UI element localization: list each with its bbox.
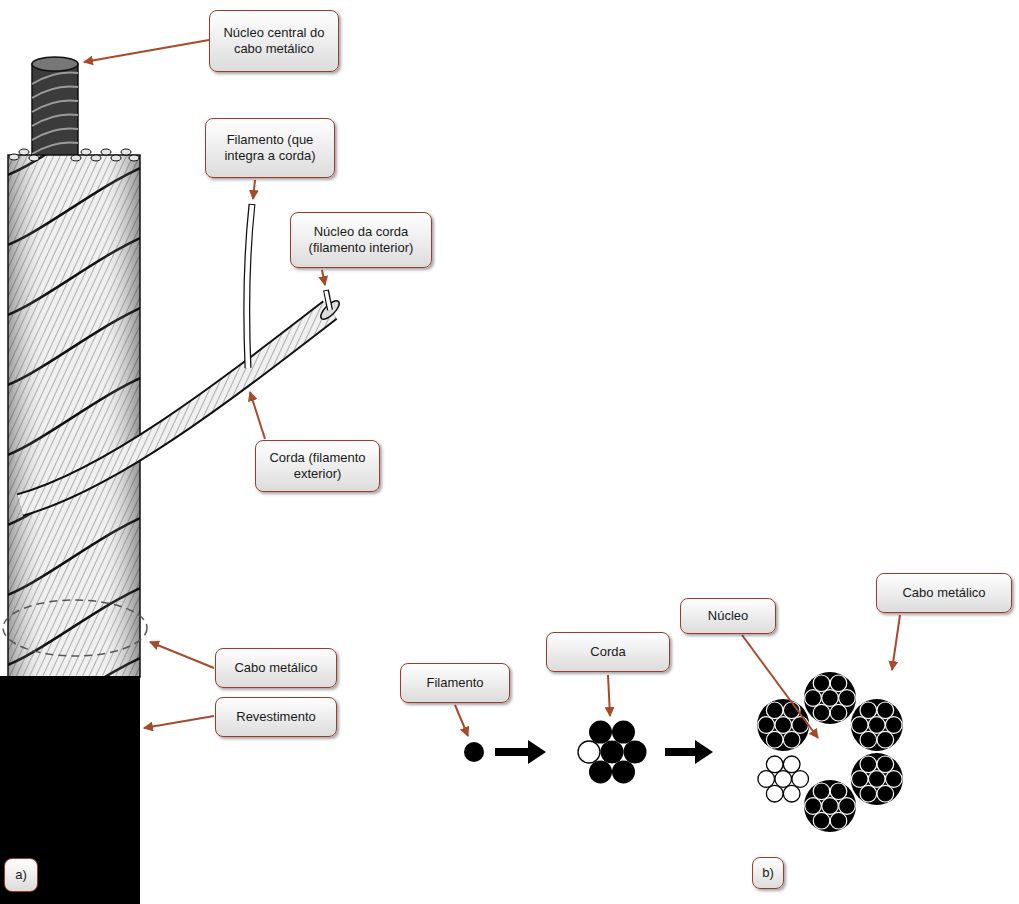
callout-box: Filamento (que integra a corda) bbox=[205, 118, 335, 178]
callout-label: Revestimento bbox=[236, 709, 315, 725]
callout-label: Cabo metálico bbox=[234, 660, 317, 676]
callout-label: Filamento (que integra a corda) bbox=[212, 132, 328, 163]
callout-box: Núcleo central do cabo metálico bbox=[209, 10, 339, 72]
separated-filament bbox=[247, 204, 252, 368]
rope-body bbox=[8, 155, 140, 677]
callout-box: Núcleo da corda (filamento interior) bbox=[290, 212, 432, 268]
callout-label: b) bbox=[762, 865, 774, 881]
callout-label: Núcleo central do cabo metálico bbox=[216, 25, 332, 56]
rope-section bbox=[757, 672, 903, 832]
callout-box: b) bbox=[752, 857, 784, 889]
callout-label: Filamento bbox=[426, 675, 483, 691]
callout-label: a) bbox=[15, 867, 27, 883]
rope-core bbox=[32, 57, 78, 164]
strand-section bbox=[578, 721, 647, 784]
rope-outline bbox=[8, 155, 140, 677]
leader-lines bbox=[455, 615, 900, 738]
strand-core-wire bbox=[326, 290, 330, 310]
callout-box: Corda bbox=[546, 632, 670, 672]
callout-label: Núcleo da corda (filamento interior) bbox=[297, 224, 425, 255]
callout-box: a) bbox=[4, 858, 38, 892]
wire-ends bbox=[9, 149, 139, 161]
callout-label: Cabo metálico bbox=[902, 585, 985, 601]
callout-label: Corda bbox=[590, 644, 625, 660]
callout-label: Núcleo bbox=[708, 608, 748, 624]
flow-arrow bbox=[665, 740, 713, 764]
jacket-block bbox=[0, 676, 140, 904]
callout-box: Filamento bbox=[400, 663, 510, 703]
filament-section bbox=[464, 742, 484, 762]
callout-box: Cabo metálico bbox=[215, 648, 337, 688]
callout-box: Revestimento bbox=[215, 697, 337, 737]
dashed-ellipse bbox=[3, 600, 147, 656]
callout-box: Corda (filamento exterior) bbox=[255, 440, 380, 492]
flow-arrow bbox=[495, 740, 546, 764]
callout-label: Corda (filamento exterior) bbox=[262, 450, 373, 481]
callout-box: Núcleo bbox=[680, 598, 776, 634]
callout-box: Cabo metálico bbox=[876, 573, 1012, 613]
